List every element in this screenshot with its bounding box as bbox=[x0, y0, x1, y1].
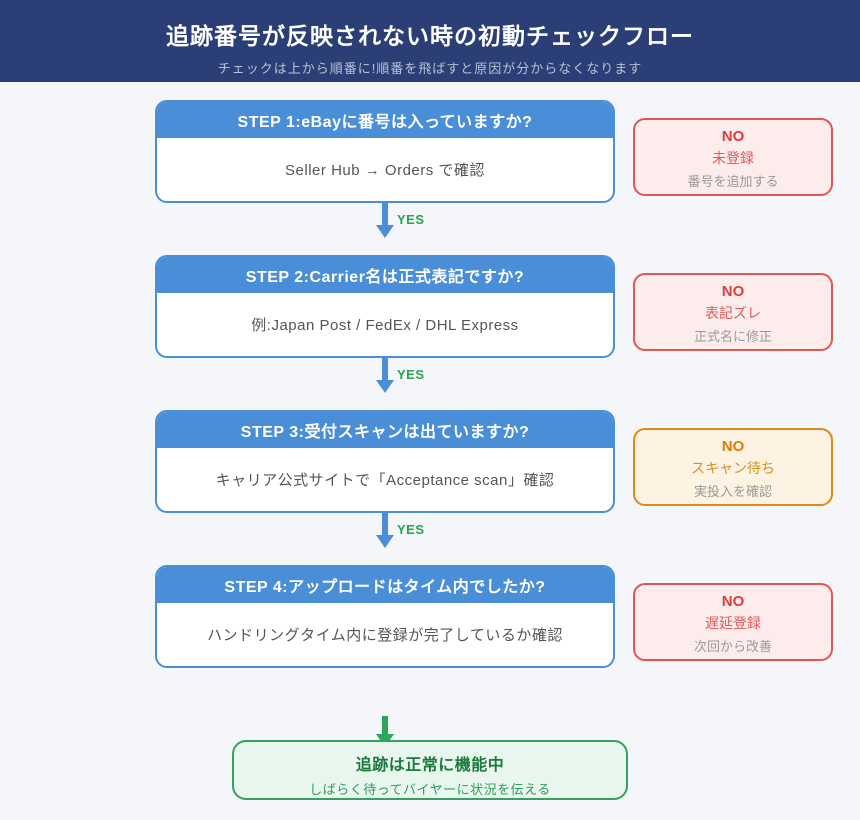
header-banner: 追跡番号が反映されない時の初動チェックフロー チェックは上から順番に!順番を飛ば… bbox=[0, 0, 860, 82]
result-box: 追跡は正常に機能中 しばらく待ってバイヤーに状況を伝える bbox=[232, 740, 628, 800]
step-3-no-action: 実投入を確認 bbox=[693, 484, 772, 499]
step-1-detail: Seller Hub → Orders で確認 bbox=[285, 162, 485, 179]
step-1-box: STEP 1:eBayに番号は入っていますか? Seller Hub → Ord… bbox=[155, 100, 615, 203]
step-1-no-label: NO bbox=[721, 128, 745, 145]
step-3-no-box: NO スキャン待ち 実投入を確認 bbox=[633, 428, 833, 506]
yes-label-3: YES bbox=[397, 522, 425, 537]
step-4-no-action: 次回から改善 bbox=[693, 639, 772, 654]
step-1-title: STEP 1:eBayに番号は入っていますか? bbox=[157, 102, 613, 138]
step-3-title: STEP 3:受付スキャンは出ていますか? bbox=[157, 412, 613, 448]
step-2-box: STEP 2:Carrier名は正式表記ですか? 例:Japan Post / … bbox=[155, 255, 615, 358]
step-4-box: STEP 4:アップロードはタイム内でしたか? ハンドリングタイム内に登録が完了… bbox=[155, 565, 615, 668]
step-2-no-label: NO bbox=[721, 283, 745, 300]
result-title: 追跡は正常に機能中 bbox=[355, 757, 505, 774]
step-4-no-reason: 遅延登録 bbox=[705, 615, 761, 631]
step-1-no-reason: 未登録 bbox=[712, 150, 754, 166]
yes-label-2: YES bbox=[397, 367, 425, 382]
step-3-no-label: NO bbox=[721, 438, 745, 455]
yes-arrow-2-icon bbox=[376, 358, 394, 393]
step-3-no-reason: スキャン待ち bbox=[691, 460, 775, 476]
result-subtitle: しばらく待ってバイヤーに状況を伝える bbox=[309, 782, 551, 797]
step-3-detail: キャリア公式サイトで「Acceptance scan」確認 bbox=[215, 472, 555, 489]
step-4-no-box: NO 遅延登録 次回から改善 bbox=[633, 583, 833, 661]
yes-arrow-3-icon bbox=[376, 513, 394, 548]
step-4-no-label: NO bbox=[721, 593, 745, 610]
step-4-title: STEP 4:アップロードはタイム内でしたか? bbox=[157, 567, 613, 603]
step-2-no-action: 正式名に修正 bbox=[693, 329, 772, 344]
step-2-detail: 例:Japan Post / FedEx / DHL Express bbox=[251, 317, 519, 334]
step-1-no-box: NO 未登録 番号を追加する bbox=[633, 118, 833, 196]
step-3-box: STEP 3:受付スキャンは出ていますか? キャリア公式サイトで「Accepta… bbox=[155, 410, 615, 513]
step-1-no-action: 番号を追加する bbox=[687, 174, 779, 189]
page-subtitle: チェックは上から順番に!順番を飛ばすと原因が分からなくなります bbox=[217, 61, 643, 76]
step-4-detail: ハンドリングタイム内に登録が完了しているか確認 bbox=[207, 627, 563, 644]
yes-arrow-1-icon bbox=[376, 203, 394, 238]
step-2-no-box: NO 表記ズレ 正式名に修正 bbox=[633, 273, 833, 351]
step-2-title: STEP 2:Carrier名は正式表記ですか? bbox=[157, 257, 613, 293]
yes-label-1: YES bbox=[397, 212, 425, 227]
page-title: 追跡番号が反映されない時の初動チェックフロー bbox=[166, 23, 694, 49]
step-2-no-reason: 表記ズレ bbox=[705, 305, 761, 321]
